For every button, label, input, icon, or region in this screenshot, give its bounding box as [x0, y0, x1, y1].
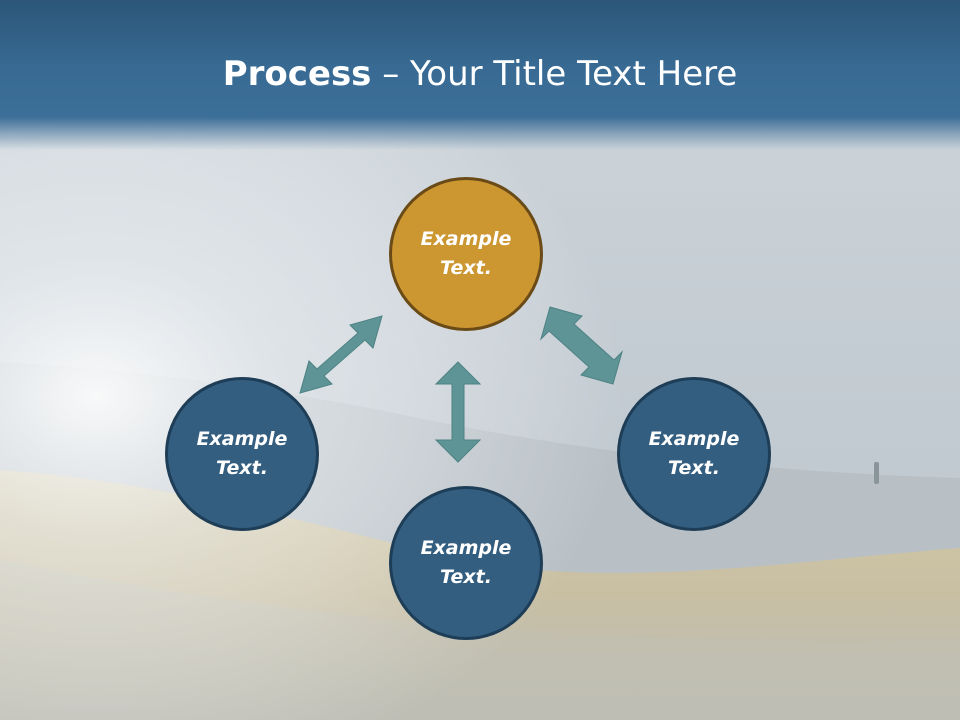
node-top-line1: Example — [420, 228, 512, 250]
node-bottom-line2: Text. — [440, 566, 492, 588]
process-node-left: Example Text. — [165, 377, 319, 531]
node-right-line2: Text. — [668, 457, 720, 479]
process-node-bottom: Example Text. — [389, 486, 543, 640]
process-node-right: Example Text. — [617, 377, 771, 531]
double-arrow-vertical-icon — [434, 361, 482, 463]
double-arrow-left-icon — [299, 315, 383, 394]
process-node-top: Example Text. — [389, 177, 543, 331]
slide-title: Process – Your Title Text Here — [0, 52, 960, 96]
double-arrow-right-icon — [540, 306, 623, 385]
node-bottom-line1: Example — [420, 537, 512, 559]
node-right-line1: Example — [648, 428, 740, 450]
node-left-line2: Text. — [216, 457, 268, 479]
title-bar: Process – Your Title Text Here — [0, 0, 960, 150]
node-left-line1: Example — [196, 428, 288, 450]
title-rest: – Your Title Text Here — [371, 54, 738, 94]
node-top-line2: Text. — [440, 257, 492, 279]
title-bold: Process — [222, 54, 372, 94]
